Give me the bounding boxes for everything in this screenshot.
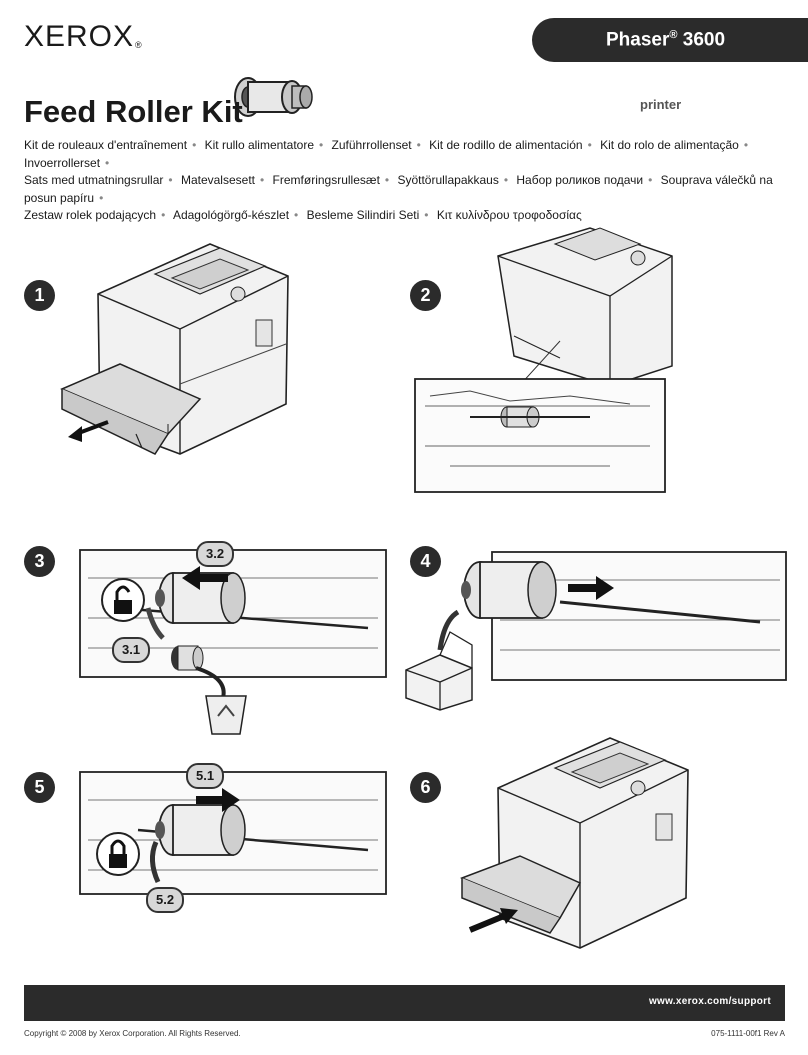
translation-item: Adagológörgő-készlet (172, 208, 290, 222)
bullet-separator: • (260, 173, 265, 187)
step-6-badge: 6 (410, 772, 441, 803)
support-url[interactable]: www.xerox.com/support (648, 996, 771, 1007)
callout-5-1: 5.1 (186, 763, 225, 789)
bullet-separator: • (424, 208, 429, 222)
bullet-separator: • (319, 138, 324, 152)
bullet-separator: • (648, 173, 653, 187)
xerox-logo: XEROX® (24, 20, 143, 53)
translation-item: Kit do rolo de alimentação (600, 138, 739, 152)
page-subtitle: printer (640, 97, 682, 112)
translation-item: Kit rullo alimentatore (204, 138, 314, 152)
footer-bar: www.xerox.com/support (24, 985, 785, 1021)
bullet-separator: • (384, 173, 390, 187)
copyright-text: Copyright © 2008 by Xerox Corporation. A… (24, 1029, 241, 1038)
step-2-badge: 2 (410, 280, 441, 311)
step-1-printer-tray-out-illustration (60, 243, 289, 455)
bullet-separator: • (105, 155, 110, 170)
bullet-separator: • (192, 138, 197, 152)
translation-item: Набор роликов подачи (516, 173, 644, 187)
feed-roller-icon (234, 77, 313, 117)
step-1-badge: 1 (24, 280, 55, 311)
model-banner: Phaser® 3600 (532, 18, 808, 62)
step-4-badge: 4 (410, 546, 441, 577)
translation-item: Besleme Silindiri Seti (306, 208, 420, 222)
translation-item: Fremføringsrullesæt (272, 173, 380, 187)
step-5-lock-roller-illustration (79, 771, 387, 895)
bullet-separator: • (294, 208, 299, 222)
bullet-separator: • (743, 138, 749, 152)
step-5-badge: 5 (24, 772, 55, 803)
translation-item: Invoerrollerset (24, 155, 101, 170)
bullet-separator: • (161, 208, 166, 222)
step-6-printer-tray-in-illustration (459, 737, 689, 949)
model-name: Phaser® 3600 (606, 29, 726, 51)
bullet-separator: • (503, 173, 509, 187)
translation-item: Κιτ κυλίνδρου τροφοδοσίας (436, 208, 582, 222)
bullet-separator: • (416, 138, 421, 152)
callout-5-2: 5.2 (146, 887, 185, 913)
callout-3-2: 3.2 (196, 541, 235, 567)
callout-3-1: 3.1 (112, 637, 151, 663)
translation-item: Sats med utmatningsrullar (24, 173, 164, 187)
step-3-badge: 3 (24, 546, 55, 577)
translation-item: Zestaw rolek podających (24, 208, 157, 222)
document-number: 075-1111-00f1 Rev A (711, 1029, 785, 1038)
step-2-printer-inside-roller-illustration (414, 227, 673, 493)
translation-item: Kit de rodillo de alimentación (429, 138, 583, 152)
translation-item: Souprava válečků na posun papíru (24, 173, 773, 205)
bullet-separator: • (99, 190, 104, 205)
translation-item: Zuführrollenset (331, 138, 412, 152)
translation-item: Kit de rouleaux d'entraînement (24, 138, 188, 152)
translated-titles: Kit de rouleaux d'entraînement • Kit rull… (24, 137, 789, 225)
translation-item: Syöttörullapakkaus (397, 173, 499, 187)
bullet-separator: • (587, 138, 592, 152)
page-title: Feed Roller Kit (24, 94, 243, 129)
step-4-install-roller-illustration (405, 551, 787, 711)
translation-item: Matevalsesett (180, 173, 255, 187)
bullet-separator: • (168, 173, 173, 187)
